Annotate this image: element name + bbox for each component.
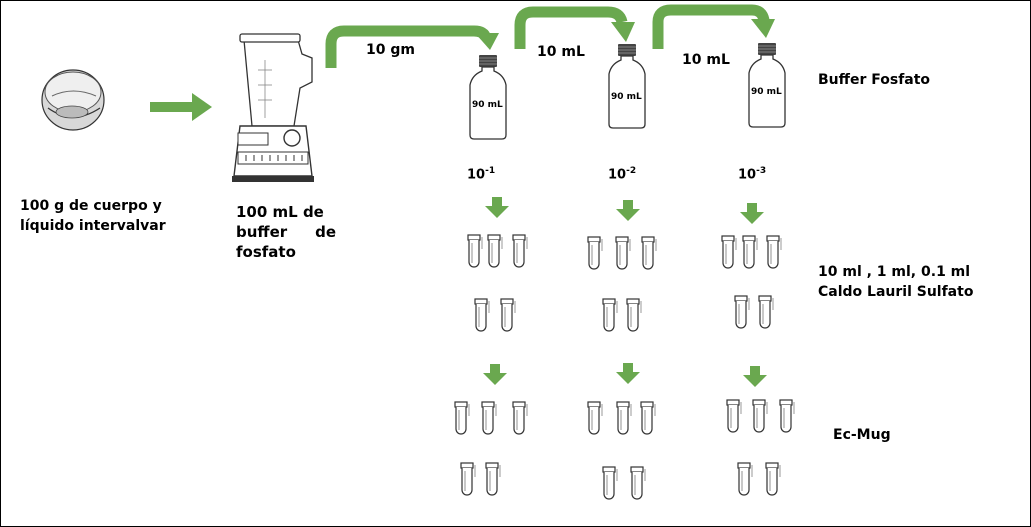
down-arrow-icon (740, 203, 764, 224)
down-arrow-icon (483, 364, 507, 385)
buffer-label: Buffer Fosfato (818, 70, 930, 90)
blender-icon (232, 34, 314, 182)
word-de: de (315, 222, 336, 242)
blender-label-line2: buffer de (236, 222, 336, 242)
transfer-label-1: 10 gm (366, 40, 415, 60)
bottle-icon (749, 43, 785, 127)
down-arrow-icon (743, 366, 767, 387)
dilution-label-2: 10-2 (608, 166, 636, 182)
transfer-label-2: 10 mL (537, 42, 585, 62)
broth-label: 10 ml , 1 ml, 0.1 ml Caldo Lauril Sulfat… (818, 262, 973, 302)
ecmug-label: Ec-Mug (833, 425, 891, 445)
down-arrow-icon (485, 197, 509, 218)
bottle-icon (609, 44, 645, 128)
sample-label: 100 g de cuerpo y líquido intervalvar (20, 196, 166, 236)
test-tube-icon (455, 400, 794, 499)
dilution-label-3: 10-3 (738, 166, 766, 182)
dilution-label-1: 10-1 (467, 166, 495, 182)
test-tube-icon (468, 235, 781, 331)
bottle-volume-3: 90 mL (751, 87, 782, 97)
down-arrow-icon (616, 363, 640, 384)
bottle-icon (470, 55, 506, 139)
down-arrow-icon (616, 200, 640, 221)
word-buffer: buffer (236, 222, 287, 242)
clam-icon (42, 70, 104, 130)
bottle-volume-1: 90 mL (472, 100, 503, 110)
bottle-volume-2: 90 mL (611, 92, 642, 102)
right-arrow-icon (150, 93, 212, 121)
transfer-label-3: 10 mL (682, 50, 730, 70)
